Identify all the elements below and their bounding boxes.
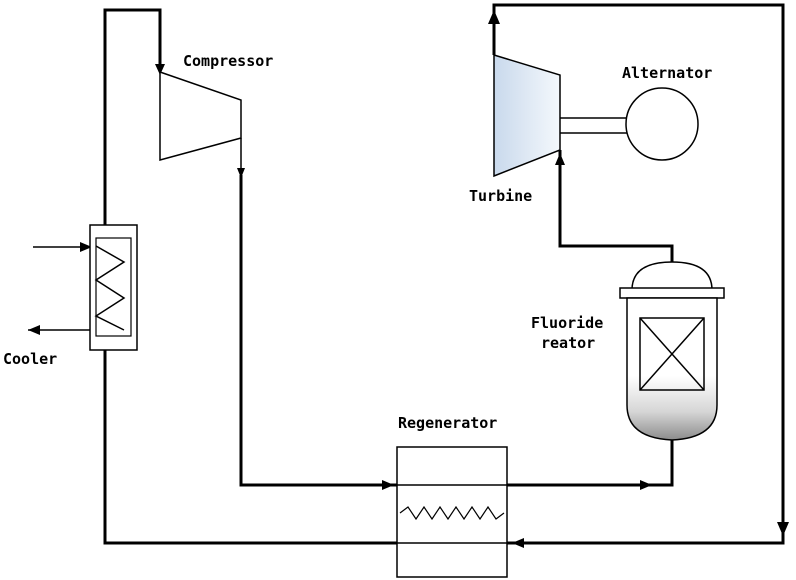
pipe-regenerator-to-reactor	[507, 440, 674, 487]
arrow-turbine-inlet	[555, 153, 565, 165]
regenerator-label: Regenerator	[398, 414, 497, 432]
arrow-to-reactor	[640, 480, 652, 490]
alternator	[625, 87, 699, 161]
cooler-label: Cooler	[3, 350, 57, 368]
pipe-compressor-to-regenerator	[239, 175, 397, 487]
cooler	[89, 224, 138, 351]
arrow-regenerator-cold-in	[382, 480, 394, 490]
arrow-regenerator-hot-in	[512, 538, 524, 548]
arrow-compressor-inlet	[155, 64, 165, 75]
fluoride-reactor-label-line1: Fluoride	[531, 314, 603, 332]
arrow-turbine-outlet	[488, 10, 500, 24]
shaft	[560, 117, 628, 134]
arrow-coolant-in	[80, 242, 92, 252]
arrow-compressor-outlet	[237, 168, 245, 178]
fluoride-reactor-label-line2: reator	[541, 334, 595, 352]
pipe-cooler-to-compressor	[103, 8, 162, 225]
turbine-label: Turbine	[469, 187, 532, 205]
pipe-return-to-cooler	[103, 350, 510, 545]
arrow-coolant-out	[28, 325, 40, 335]
compressor-label: Compressor	[183, 52, 273, 70]
regenerator	[396, 446, 508, 578]
pipe-reactor-to-turbine	[558, 150, 674, 262]
fluoride-reactor	[619, 256, 725, 441]
arrow-down-right-side	[777, 522, 789, 536]
alternator-label: Alternator	[622, 64, 712, 82]
compressor	[159, 70, 242, 161]
turbine	[493, 53, 561, 178]
